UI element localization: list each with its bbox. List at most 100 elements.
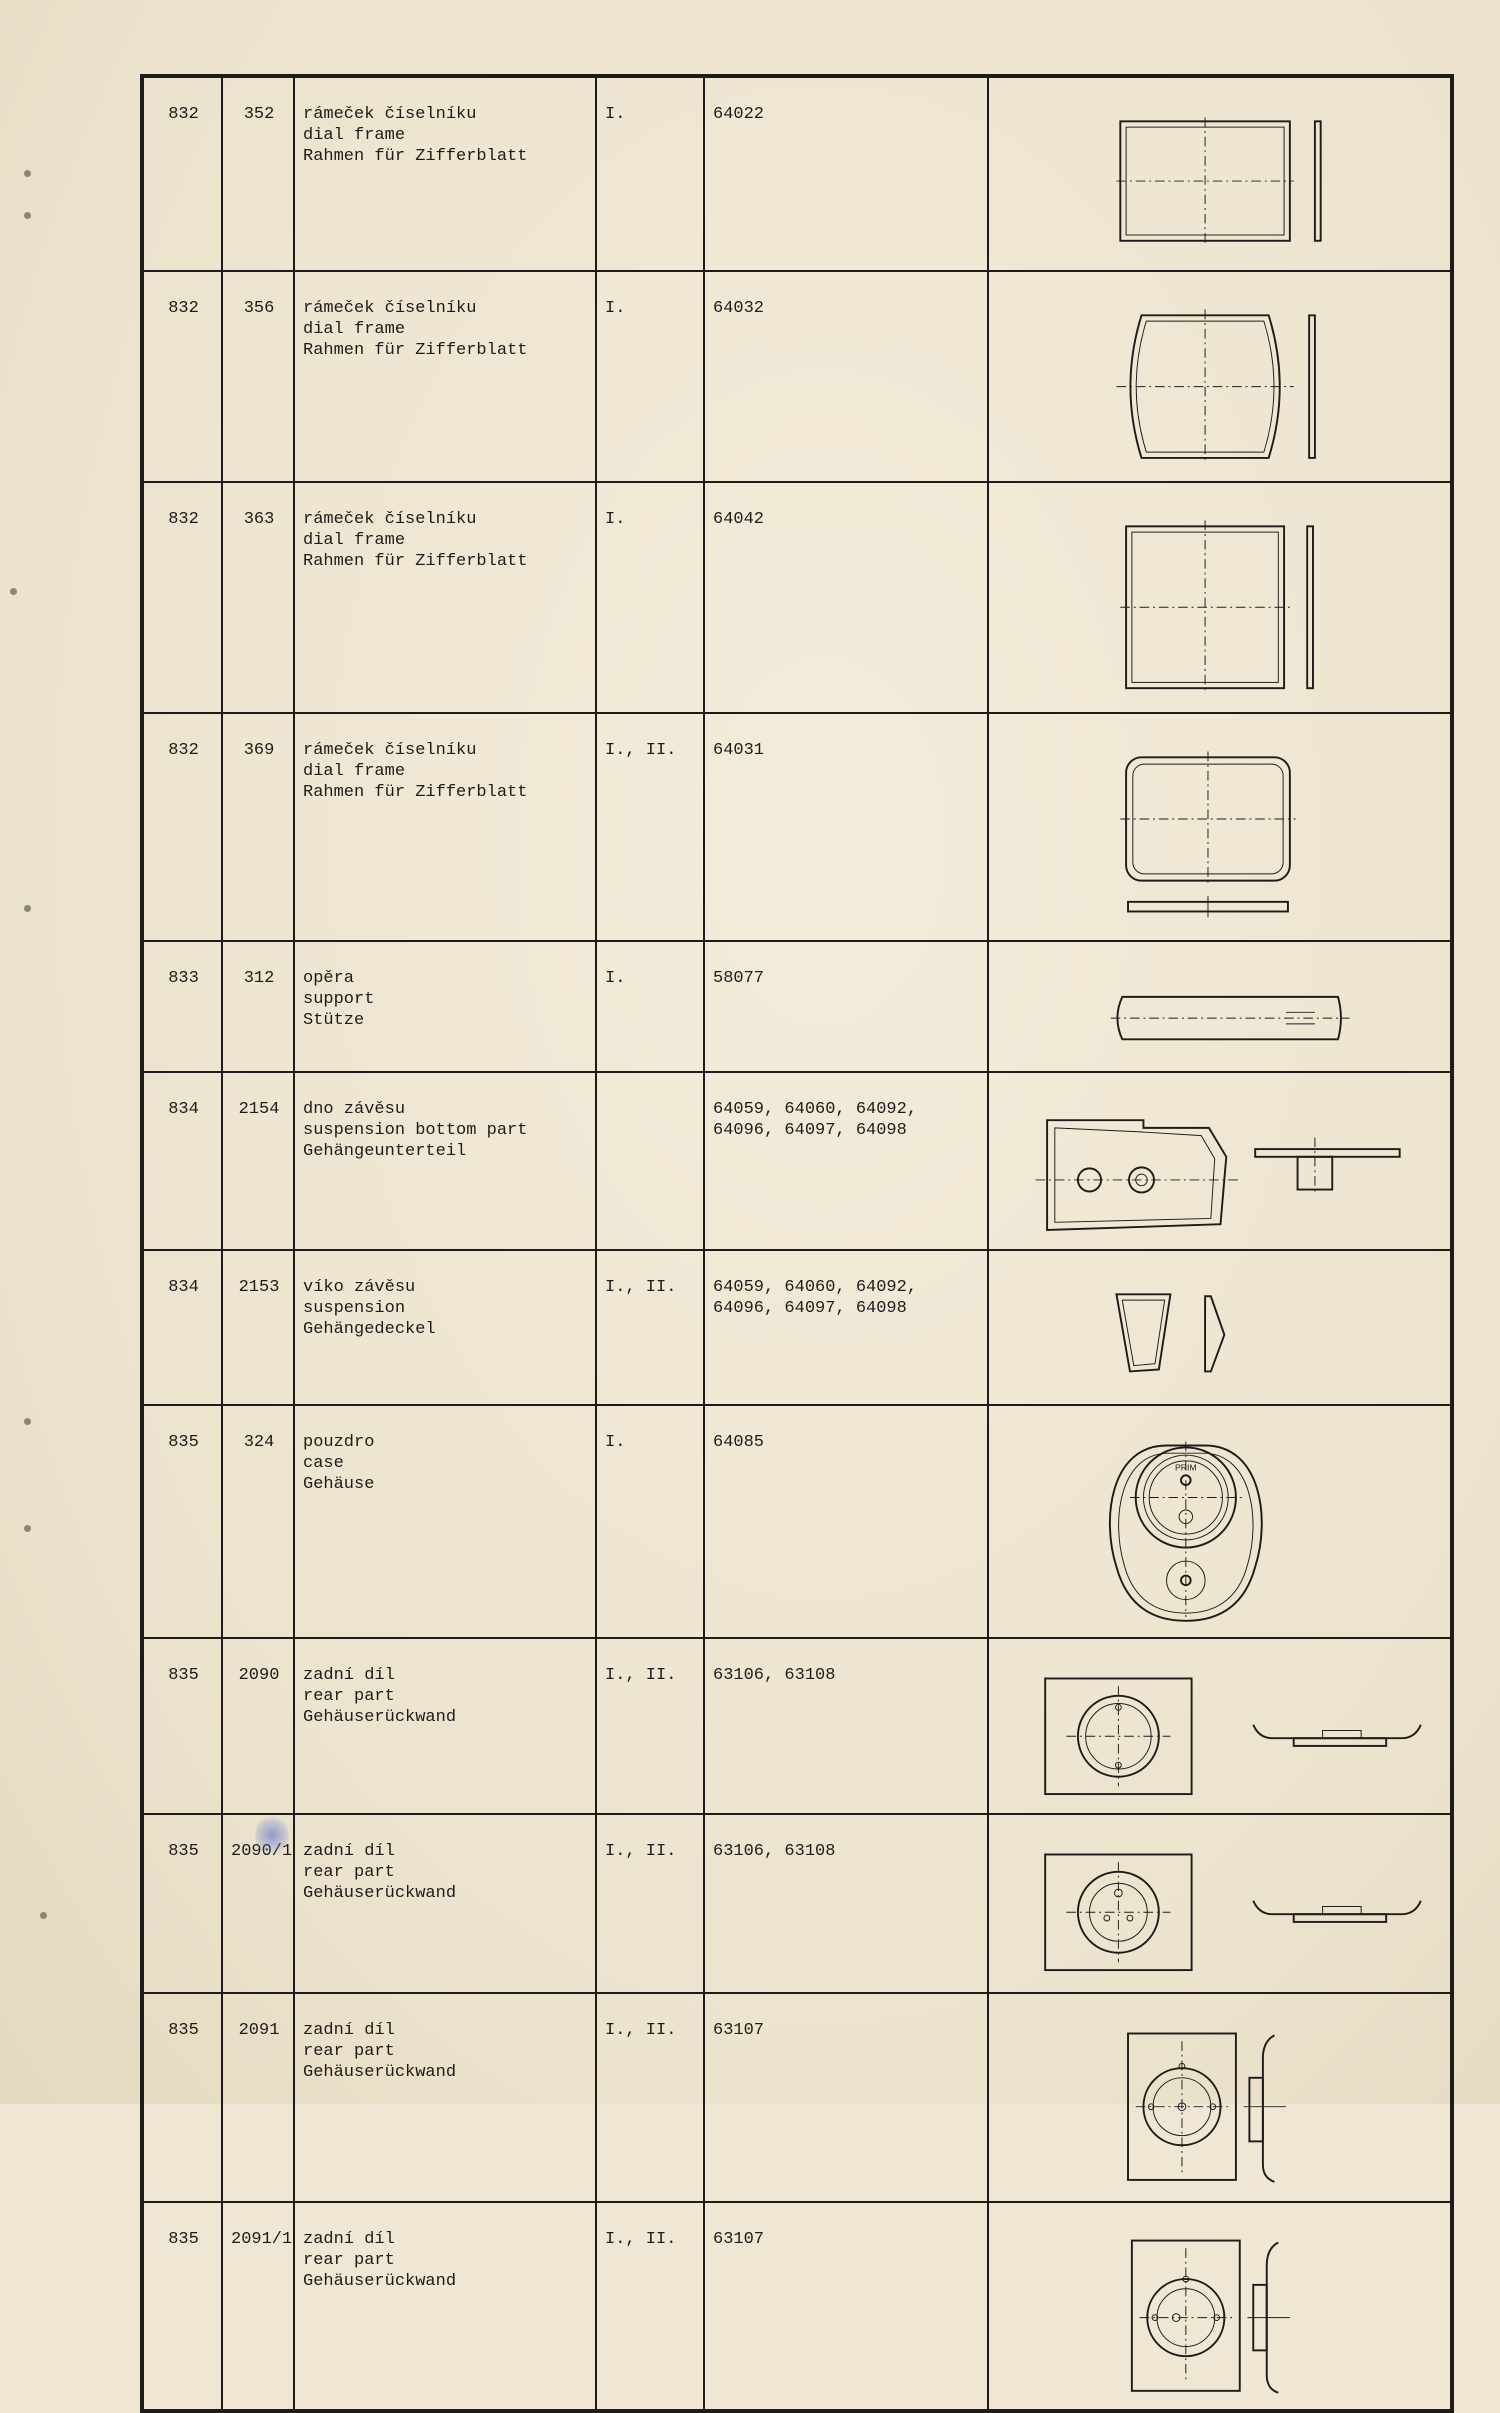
part-description: opěra support Stütze: [293, 940, 597, 1073]
punch-hole: [24, 905, 31, 912]
part-drawing-cell: [987, 1070, 1453, 1252]
group-code: 834: [141, 1070, 223, 1252]
name-german: Rahmen für Zifferblatt: [303, 552, 528, 572]
barrel-frame-icon: [1116, 309, 1316, 464]
punch-hole: [24, 1418, 31, 1425]
part-drawing-cell: [987, 2201, 1453, 2412]
version: [595, 1070, 705, 1252]
part-description: pouzdro case Gehäuse: [293, 1404, 597, 1639]
part-number: 356: [221, 269, 295, 484]
punch-hole: [24, 1525, 31, 1532]
table-row: 832 369 rámeček číselníku dial frame Rah…: [141, 711, 1453, 943]
group-code: 835: [141, 1991, 223, 2204]
table-row: 835 2090 zadní díl rear part Gehäuserück…: [141, 1636, 1453, 1816]
rear-part-portrait-icon: [1130, 2239, 1290, 2394]
model-numbers: 64022: [703, 75, 989, 272]
group-code: 835: [141, 1404, 223, 1639]
part-number: 2091/1: [221, 2201, 295, 2412]
table-row: 833 312 opěra support Stütze I. 58077: [141, 940, 1453, 1073]
part-drawing-cell: [987, 1991, 1453, 2204]
name-english: rear part: [303, 2251, 395, 2271]
name-czech: pouzdro: [303, 1433, 375, 1453]
name-czech: zadní díl: [303, 1665, 395, 1685]
part-drawing-cell: [987, 269, 1453, 484]
table-row: 835 2091/1 zadní díl rear part Gehäuserü…: [141, 2201, 1453, 2412]
name-english: dial frame: [303, 126, 406, 145]
model-numbers: 58077: [703, 940, 989, 1073]
part-description: víko závěsu suspension Gehängedeckel: [293, 1249, 597, 1407]
name-czech: opěra: [303, 969, 355, 989]
table-row: 835 324 pouzdro case Gehäuse I. 64085: [141, 1404, 1453, 1639]
model-numbers: 64031: [703, 711, 989, 943]
name-german: Gehängedeckel: [303, 1320, 436, 1340]
group-code: 832: [141, 481, 223, 714]
version: I., II.: [595, 711, 705, 943]
name-czech: rámeček číselníku: [303, 740, 477, 760]
model-numbers: 63106, 63108: [703, 1636, 989, 1816]
name-english: rear part: [303, 2041, 395, 2061]
name-english: dial frame: [303, 761, 406, 781]
table-row: 835 2091 zadní díl rear part Gehäuserück…: [141, 1991, 1453, 2204]
group-code: 833: [141, 940, 223, 1073]
name-german: Gehäuserückwand: [303, 1884, 457, 1904]
part-number: 2090: [221, 1636, 295, 1816]
part-description: rámeček číselníku dial frame Rahmen für …: [293, 481, 597, 714]
table-row: 834 2154 dno závěsu suspension bottom pa…: [141, 1070, 1453, 1252]
part-description: rámeček číselníku dial frame Rahmen für …: [293, 75, 597, 272]
name-czech: zadní díl: [303, 1842, 395, 1862]
group-code: 835: [141, 1636, 223, 1816]
name-german: Rahmen für Zifferblatt: [303, 782, 528, 802]
name-english: suspension: [303, 1299, 406, 1319]
version: I., II.: [595, 1813, 705, 1994]
name-english: dial frame: [303, 319, 406, 339]
name-german: Gehäuserückwand: [303, 2062, 457, 2082]
group-code: 832: [141, 75, 223, 272]
part-drawing-cell: [987, 481, 1453, 714]
part-number: 352: [221, 75, 295, 272]
model-numbers: 63107: [703, 1991, 989, 2204]
version: I., II.: [595, 1636, 705, 1816]
part-description: zadní díl rear part Gehäuserückwand: [293, 1991, 597, 2204]
group-code: 834: [141, 1249, 223, 1407]
part-number: 2154: [221, 1070, 295, 1252]
part-description: rámeček číselníku dial frame Rahmen für …: [293, 711, 597, 943]
version: I., II.: [595, 1249, 705, 1407]
name-english: suspension bottom part: [303, 1120, 528, 1140]
part-number: 2153: [221, 1249, 295, 1407]
name-czech: rámeček číselníku: [303, 105, 477, 124]
part-description: zadní díl rear part Gehäuserückwand: [293, 2201, 597, 2412]
rear-part-landscape-icon: [1044, 1853, 1422, 1972]
group-code: 835: [141, 1813, 223, 1994]
table-row: 834 2153 víko závěsu suspension Gehänged…: [141, 1249, 1453, 1407]
version: I., II.: [595, 1991, 705, 2204]
name-english: support: [303, 990, 375, 1010]
model-numbers: 64032: [703, 269, 989, 484]
name-english: rear part: [303, 1686, 395, 1706]
name-czech: rámeček číselníku: [303, 510, 477, 530]
model-numbers: 64059, 64060, 64092, 64096, 64097, 64098: [703, 1249, 989, 1407]
version: I.: [595, 481, 705, 714]
name-english: dial frame: [303, 531, 406, 551]
ink-stain: [255, 1815, 289, 1855]
part-description: rámeček číselníku dial frame Rahmen für …: [293, 269, 597, 484]
name-czech: dno závěsu: [303, 1099, 406, 1119]
version: I.: [595, 940, 705, 1073]
name-czech: zadní díl: [303, 2230, 395, 2250]
group-code: 832: [141, 269, 223, 484]
part-number: 363: [221, 481, 295, 714]
part-drawing-cell: [987, 1813, 1453, 1994]
part-description: zadní díl rear part Gehäuserückwand: [293, 1813, 597, 1994]
version: I.: [595, 75, 705, 272]
part-drawing-cell: [987, 1636, 1453, 1816]
part-number: 2091: [221, 1991, 295, 2204]
version: I.: [595, 269, 705, 484]
model-numbers: 63107: [703, 2201, 989, 2412]
rear-part-landscape-icon: [1044, 1677, 1422, 1795]
clock-case-icon: PRIM: [1108, 1442, 1263, 1623]
table-row: 832 352 rámeček číselníku dial frame Rah…: [141, 75, 1453, 272]
part-drawing-cell: [987, 711, 1453, 943]
name-english: rear part: [303, 1863, 395, 1883]
name-german: Rahmen für Zifferblatt: [303, 147, 528, 166]
rounded-frame-icon: [1120, 751, 1296, 917]
suspension-bottom-icon: [1035, 1118, 1401, 1231]
